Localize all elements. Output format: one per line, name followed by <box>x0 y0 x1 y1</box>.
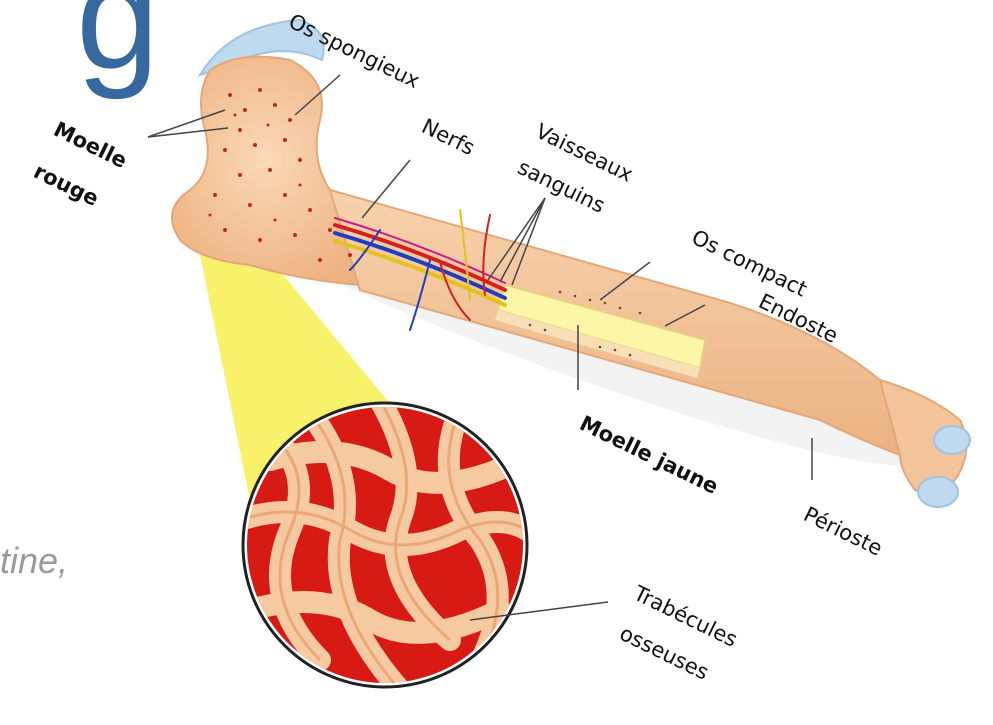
cartilage-distal-2 <box>918 477 958 507</box>
cartilage-distal-1 <box>934 426 970 454</box>
